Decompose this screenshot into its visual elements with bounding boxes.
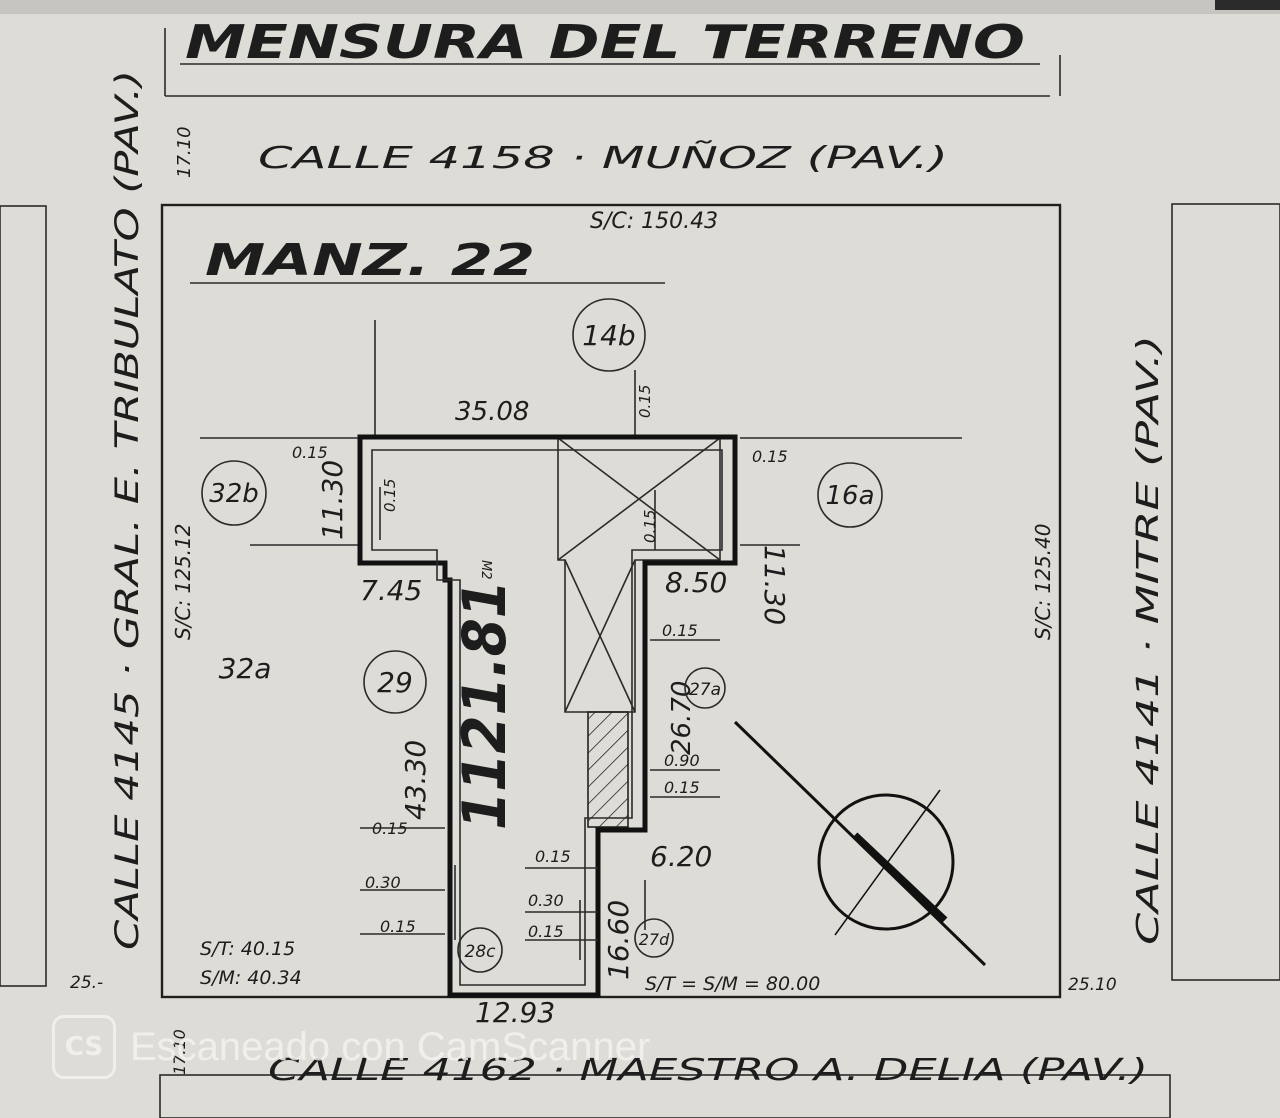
parcel-29: 29 bbox=[377, 666, 413, 699]
frontage-right: S/C: 125.40 bbox=[1031, 524, 1055, 640]
wall-015-e: 0.15 bbox=[641, 510, 659, 543]
parcel-27a: 27a bbox=[689, 680, 721, 700]
parcel-circle-16a bbox=[817, 462, 883, 528]
dim-top-width: 35.08 bbox=[455, 397, 529, 427]
block-outline bbox=[160, 203, 1062, 999]
dim-right-step: 8.50 bbox=[665, 566, 727, 599]
wall-015-f: 0.15 bbox=[662, 621, 698, 640]
wall-015-d: 0.15 bbox=[636, 385, 654, 418]
wall-015-j: 0.15 bbox=[380, 917, 416, 936]
wall-030-a: 0.30 bbox=[365, 873, 401, 892]
dim-lower-step: 6.20 bbox=[650, 840, 712, 873]
parcel-14b: 14b bbox=[582, 319, 635, 352]
corner-mark-top-left: 17.10 bbox=[174, 126, 195, 178]
parcel-area: 1121.81 bbox=[450, 580, 520, 830]
parcel-27d: 27d bbox=[639, 930, 670, 949]
wall-dimension-ticks bbox=[360, 487, 720, 960]
dim-bottom-width: 12.93 bbox=[475, 996, 555, 1029]
parcel-32b: 32b bbox=[209, 479, 259, 509]
neighbor-block-left bbox=[0, 205, 47, 987]
camscanner-watermark: CS Escaneado con CamScanner bbox=[52, 1015, 650, 1079]
dim-bottom-leg: 16.60 bbox=[602, 900, 635, 980]
wall-030-b: 0.30 bbox=[528, 891, 564, 910]
corner-mark-bottom-far-left: 17.10 bbox=[170, 1029, 189, 1075]
subject-parcel-outline bbox=[357, 434, 738, 998]
existing-building bbox=[557, 437, 721, 828]
frontage-left: S/C: 125.12 bbox=[171, 524, 195, 640]
block-label: MANZ. 22 bbox=[205, 235, 535, 286]
parcel-circle-29 bbox=[363, 650, 427, 714]
wall-015-b: 0.15 bbox=[752, 447, 788, 466]
wall-015-a: 0.15 bbox=[292, 443, 328, 462]
street-left-label: CALLE 4145 · GRAL. E. TRIBULATO (PAV.) bbox=[108, 70, 146, 950]
dim-left-wing-height: 11.30 bbox=[316, 460, 349, 540]
frontage-top: S/C: 150.43 bbox=[590, 209, 718, 234]
wall-015-h: 0.15 bbox=[372, 819, 408, 838]
title-block: MENSURA DEL TERRENO bbox=[164, 15, 1061, 97]
parcel-circle-32b bbox=[201, 460, 267, 526]
parcel-circle-27a bbox=[684, 667, 726, 709]
camscanner-watermark-text: Escaneado con CamScanner bbox=[130, 1024, 651, 1069]
corner-mark-bottom-left: 25.- bbox=[70, 973, 103, 993]
street-right-label: CALLE 4141 · MITRE (PAV.) bbox=[1131, 335, 1166, 945]
dim-right-wing-height: 11.30 bbox=[758, 545, 791, 625]
frontage-bottom-left-1: S/T: 40.15 bbox=[200, 938, 295, 960]
wall-015-c: 0.15 bbox=[381, 479, 399, 512]
wall-015-i: 0.15 bbox=[535, 847, 571, 866]
parcel-labels: 14b 32b 16a 32a 29 27a 28c 27d bbox=[201, 298, 883, 973]
frontage-bottom-right: S/T = S/M = 80.00 bbox=[645, 973, 820, 995]
wall-090: 0.90 bbox=[664, 751, 700, 770]
street-bottom-label: CALLE 4162 · MAESTRO A. DELIA (PAV.) bbox=[268, 1053, 1148, 1088]
frontage-bottom-left-2: S/M: 40.34 bbox=[200, 967, 302, 989]
parcel-circle-27d bbox=[634, 918, 674, 958]
neighbor-block-right bbox=[1171, 203, 1280, 981]
corner-mark-bottom-right: 25.10 bbox=[1068, 975, 1117, 995]
parcel-circle-28c bbox=[457, 927, 503, 973]
north-arrow-icon bbox=[733, 720, 987, 967]
parcel-area-unit: M2 bbox=[478, 560, 493, 580]
dim-stem-height-right: 26.70 bbox=[667, 681, 697, 755]
adjacent-lot-lines bbox=[200, 320, 962, 546]
neighbor-block-bottom bbox=[159, 1074, 1171, 1118]
dim-stem-height-left: 43.30 bbox=[399, 740, 432, 820]
parcel-16a: 16a bbox=[825, 481, 874, 511]
wall-015-g: 0.15 bbox=[664, 778, 700, 797]
plan-title: MENSURA DEL TERRENO bbox=[185, 15, 1025, 69]
wall-015-k: 0.15 bbox=[528, 922, 564, 941]
parcel-circle-14b bbox=[572, 298, 646, 372]
hatched-annex bbox=[587, 711, 629, 828]
parcel-32a: 32a bbox=[219, 652, 272, 685]
street-top-label: CALLE 4158 · MUÑOZ (PAV.) bbox=[258, 140, 948, 176]
camscanner-logo-icon: CS bbox=[52, 1015, 116, 1079]
subject-parcel-inner-wall bbox=[371, 449, 723, 986]
dim-left-step: 7.45 bbox=[360, 574, 422, 607]
parcel-28c: 28c bbox=[465, 942, 497, 962]
